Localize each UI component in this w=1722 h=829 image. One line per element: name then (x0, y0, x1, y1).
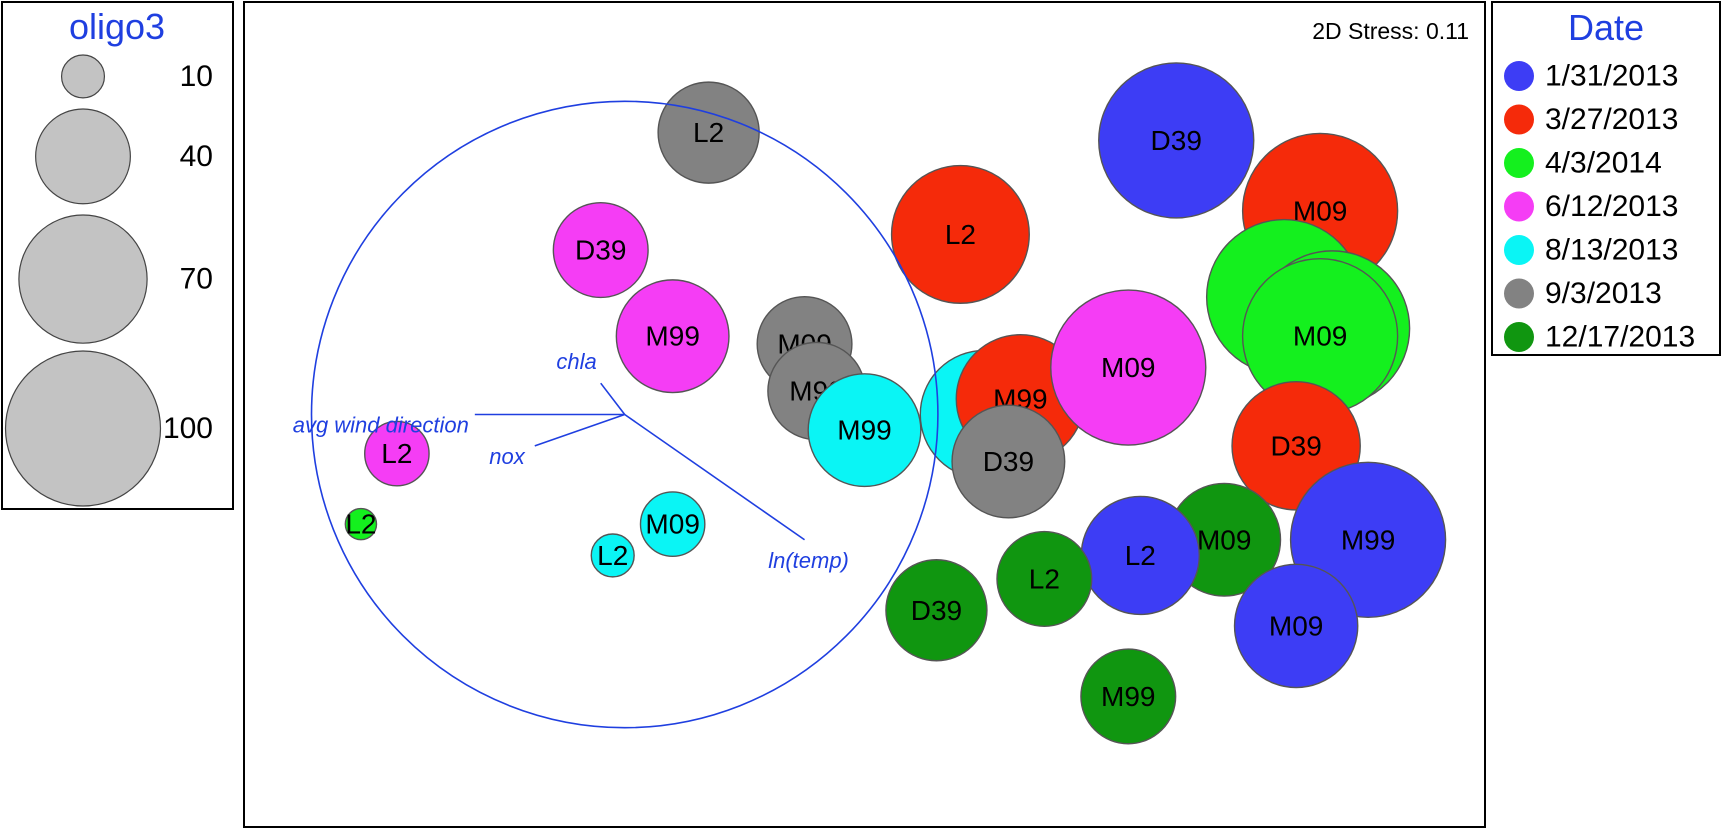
bubble-label: D39 (575, 235, 626, 266)
bubble-m09-25 (1233, 563, 1359, 689)
color-legend-swatch (1504, 61, 1534, 91)
bubble-l2-3 (364, 420, 430, 487)
bubble-label: D39 (911, 595, 962, 626)
color-legend-label: 6/12/2013 (1545, 190, 1678, 223)
size-legend-label: 40 (180, 140, 213, 173)
bubble-m99-7 (807, 373, 922, 488)
size-legend-circle (18, 214, 148, 344)
size-legend-label: 100 (163, 412, 213, 445)
ordination-plot-svg: 2D Stress: 0.11 L2D39M99L2L2M09M99M99M09… (293, 18, 1469, 745)
bubble-label: D39 (1151, 125, 1202, 156)
bubble-label: M99 (1101, 681, 1155, 712)
bubble-label: M99 (837, 415, 891, 446)
color-legend-swatch (1504, 148, 1534, 178)
bubble-label: L2 (597, 540, 628, 571)
bubble-d39-26 (885, 559, 988, 662)
vector-2 (534, 413, 625, 447)
color-legend-svg: Date 1/31/2013 3/27/2013 4/3/2014 6/12/2013… (1504, 7, 1695, 354)
size-legend: oligo3 10 40 70 100 (1, 1, 234, 510)
size-legend-circle (35, 108, 131, 205)
bubble-d39-15 (1098, 62, 1255, 219)
bubble-label: M09 (1293, 321, 1347, 352)
bubble-m99-2 (615, 279, 730, 394)
bubble-l2-9 (590, 533, 635, 578)
color-legend-swatch (1504, 191, 1534, 222)
color-legend-label: 3/27/2013 (1545, 103, 1678, 136)
bubble-label: M09 (1101, 352, 1155, 383)
size-legend-title: oligo3 (69, 6, 165, 47)
bubble-label: M09 (1269, 610, 1323, 641)
color-legend-label: 9/3/2013 (1545, 277, 1662, 310)
size-legend-label: 70 (180, 263, 213, 296)
vector-label: chla (556, 349, 596, 374)
bubble-label: L2 (345, 509, 376, 540)
color-legend: Date 1/31/2013 3/27/2013 4/3/2014 6/12/2013… (1491, 1, 1721, 356)
bubble-label: M09 (645, 509, 699, 540)
bubble-l2-10 (890, 164, 1030, 304)
correlation-circle (310, 100, 939, 729)
bubble-label: L2 (693, 117, 724, 148)
stress-label: 2D Stress: 0.11 (1312, 18, 1469, 44)
bubble-m99-27 (1080, 648, 1177, 745)
bubble-label: L2 (945, 219, 976, 250)
size-legend-svg: oligo3 10 40 70 100 (4, 6, 213, 507)
color-legend-label: 12/17/2013 (1545, 321, 1695, 354)
vector-label: nox (489, 444, 525, 469)
bubble-m09-8 (639, 491, 706, 557)
color-legend-label: 4/3/2014 (1545, 147, 1662, 180)
color-legend-swatch (1504, 104, 1534, 135)
color-legend-swatch (1504, 278, 1534, 309)
bubble-label: D39 (983, 446, 1034, 477)
bubble-label: L2 (1029, 563, 1060, 594)
color-legend-title: Date (1568, 7, 1644, 48)
size-legend-circle (60, 54, 106, 99)
bubble-d39-1 (552, 202, 649, 299)
bubble-label: L2 (381, 438, 412, 469)
vector-label: ln(temp) (768, 548, 849, 573)
size-legend-circle (4, 350, 162, 507)
bubble-l2-4 (344, 507, 378, 541)
bubble-label: M99 (1341, 524, 1395, 555)
vector-0 (600, 382, 626, 415)
vector-layer: chla avg wind direction nox ln(temp) (293, 100, 939, 729)
vector-3 (624, 413, 806, 541)
color-legend-label: 1/31/2013 (1545, 60, 1678, 93)
bubble-d39-13 (951, 404, 1066, 519)
vector-label: avg wind direction (293, 413, 469, 438)
bubble-l2-24 (996, 530, 1093, 627)
color-legend-swatch (1504, 322, 1534, 352)
bubble-m09-14 (1050, 289, 1207, 446)
color-legend-label: 8/13/2013 (1545, 234, 1678, 267)
ordination-plot: 2D Stress: 0.11 L2D39M99L2L2M09M99M99M09… (243, 1, 1486, 828)
bubble-layer: L2D39M99L2L2M09M99M99M09L2L2D39M99D39M09… (344, 62, 1447, 745)
size-legend-label: 10 (180, 60, 213, 93)
bubble-label: M99 (645, 321, 699, 352)
bubble-label: M09 (1197, 524, 1251, 555)
color-legend-swatch (1504, 235, 1534, 265)
bubble-label: L2 (1125, 540, 1156, 571)
bubble-label: D39 (1270, 430, 1321, 461)
